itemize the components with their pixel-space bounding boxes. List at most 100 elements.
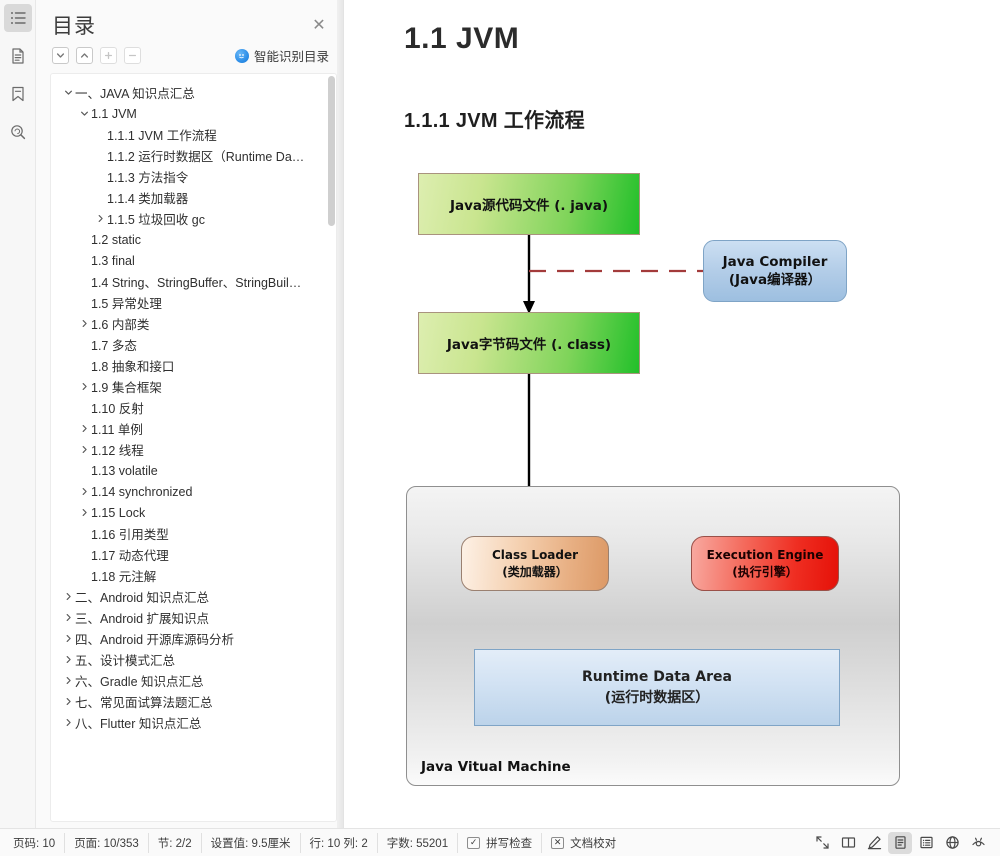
outline-item[interactable]: 二、Android 知识点汇总 <box>51 586 336 607</box>
outline-item[interactable]: 1.18 元注解 <box>51 565 336 586</box>
node-class-loader: Class Loader (类加载器） <box>461 536 609 591</box>
chevron-right-icon[interactable] <box>77 424 91 433</box>
node-execution-engine: Execution Engine (执行引擎） <box>691 536 839 591</box>
outline-item-label: 六、Gradle 知识点汇总 <box>75 675 204 689</box>
chevron-right-icon[interactable] <box>77 319 91 328</box>
smart-recognize-label: 智能识别目录 <box>253 50 329 64</box>
status-word-count[interactable]: 字数: 55201 <box>378 832 459 853</box>
status-page-number[interactable]: 页码: 10 <box>4 832 66 853</box>
outline-item[interactable]: 1.13 volatile <box>51 460 336 481</box>
outline-scroll-thumb[interactable] <box>328 76 335 226</box>
chevron-right-icon[interactable] <box>77 487 91 496</box>
chevron-right-icon[interactable] <box>61 655 75 664</box>
outline-item[interactable]: 1.1.5 垃圾回收 gc <box>51 208 336 229</box>
chevron-right-icon[interactable] <box>61 676 75 685</box>
outline-item[interactable]: 1.6 内部类 <box>51 313 336 334</box>
outline-item[interactable]: 1.9 集合框架 <box>51 376 336 397</box>
outline-item[interactable]: 1.3 final <box>51 250 336 271</box>
search-icon[interactable] <box>4 118 32 146</box>
chevron-right-icon[interactable] <box>77 382 91 391</box>
status-line-column[interactable]: 行: 10 列: 2 <box>301 832 378 853</box>
node-runtime-data-area: Runtime Data Area (运行时数据区） <box>474 649 840 726</box>
outline-item[interactable]: 1.7 多态 <box>51 334 336 355</box>
outline-item[interactable]: 八、Flutter 知识点汇总 <box>51 712 336 733</box>
collapse-down-button[interactable] <box>52 47 69 64</box>
status-measure[interactable]: 设置值: 9.5厘米 <box>202 832 301 853</box>
chevron-right-icon[interactable] <box>77 508 91 517</box>
chevron-right-icon[interactable] <box>61 592 75 601</box>
outline-list-icon[interactable] <box>3 4 32 32</box>
close-icon[interactable]: ✕ <box>312 17 326 34</box>
outline-item[interactable]: 1.15 Lock <box>51 502 336 523</box>
outline-item-label: 1.17 动态代理 <box>91 549 169 563</box>
smart-recognize-icon <box>234 48 249 63</box>
outline-view-icon[interactable] <box>914 832 938 854</box>
outline-item[interactable]: 四、Android 开源库源码分析 <box>51 628 336 649</box>
status-spell-check[interactable]: ✓ 拼写检查 <box>458 832 543 853</box>
outline-item-label: 1.1.5 垃圾回收 gc <box>107 213 205 227</box>
outline-item-label: 1.1 JVM <box>91 106 137 121</box>
outline-item[interactable]: 1.16 引用类型 <box>51 523 336 544</box>
eye-view-icon[interactable] <box>966 832 990 854</box>
outline-item[interactable]: 六、Gradle 知识点汇总 <box>51 670 336 691</box>
outline-item[interactable]: 1.1.1 JVM 工作流程 <box>51 124 336 145</box>
chevron-right-icon[interactable] <box>61 718 75 727</box>
chevron-down-icon[interactable] <box>61 88 75 97</box>
outline-item[interactable]: 1.1 JVM <box>51 103 336 124</box>
chevron-down-icon[interactable] <box>77 109 91 118</box>
outline-item[interactable]: 1.8 抽象和接口 <box>51 355 336 376</box>
outline-item-label: 1.6 内部类 <box>91 318 150 332</box>
outline-item-label: 1.1.3 方法指令 <box>107 171 189 185</box>
outline-item[interactable]: 1.1.2 运行时数据区（Runtime Da… <box>51 145 336 166</box>
outline-item[interactable]: 1.10 反射 <box>51 397 336 418</box>
smart-recognize-outline-button[interactable]: 智能识别目录 <box>234 46 329 65</box>
outline-item[interactable]: 1.11 单例 <box>51 418 336 439</box>
document-icon[interactable] <box>4 42 32 70</box>
outline-item[interactable]: 1.2 static <box>51 229 336 250</box>
outline-item[interactable]: 1.4 String、StringBuffer、StringBuil… <box>51 271 336 292</box>
outline-scrollbar[interactable] <box>328 76 335 819</box>
outline-item[interactable]: 1.5 异常处理 <box>51 292 336 313</box>
outline-item[interactable]: 七、常见面试算法题汇总 <box>51 691 336 712</box>
node-java-bytecode-file: Java字节码文件 (. class) <box>418 312 640 374</box>
outline-item[interactable]: 1.1.3 方法指令 <box>51 166 336 187</box>
runtime-data-area-line-2: (运行时数据区） <box>604 689 710 706</box>
section-heading: 1.1.1 JVM 工作流程 <box>404 110 585 132</box>
outline-item-label: 1.1.2 运行时数据区（Runtime Da… <box>107 150 305 164</box>
outline-item-label: 1.5 异常处理 <box>91 297 162 311</box>
outline-item-label: 二、Android 知识点汇总 <box>75 591 210 605</box>
status-section[interactable]: 节: 2/2 <box>149 832 202 853</box>
outline-item-label: 1.13 volatile <box>91 463 158 478</box>
web-view-icon[interactable] <box>940 832 964 854</box>
plus-button[interactable] <box>100 47 117 64</box>
outline-item[interactable]: 1.1.4 类加载器 <box>51 187 336 208</box>
bookmark-icon[interactable] <box>4 80 32 108</box>
outline-item[interactable]: 1.14 synchronized <box>51 481 336 502</box>
expand-up-button[interactable] <box>76 47 93 64</box>
outline-item[interactable]: 1.17 动态代理 <box>51 544 336 565</box>
outline-scroll-area[interactable]: 一、JAVA 知识点汇总 1.1 JVM 1.1.1 JVM 工作流程 1.1.2 运… <box>50 73 337 822</box>
chevron-right-icon[interactable] <box>61 697 75 706</box>
runtime-data-area-line-1: Runtime Data Area <box>582 669 732 686</box>
outline-item[interactable]: 五、设计模式汇总 <box>51 649 336 670</box>
pen-edit-icon[interactable] <box>862 832 886 854</box>
outline-tree: 一、JAVA 知识点汇总 1.1 JVM 1.1.1 JVM 工作流程 1.1.2 运… <box>51 74 336 741</box>
chevron-right-icon[interactable] <box>93 214 107 223</box>
outline-item[interactable]: 1.12 线程 <box>51 439 336 460</box>
outline-item[interactable]: 一、JAVA 知识点汇总 <box>51 82 336 103</box>
outline-item-label: 1.9 集合框架 <box>91 381 162 395</box>
chevron-right-icon[interactable] <box>61 634 75 643</box>
minus-button[interactable] <box>124 47 141 64</box>
document-canvas[interactable]: 1.1 JVM 1.1.1 JVM 工作流程 <box>344 0 1000 828</box>
page-view-icon[interactable] <box>888 831 912 854</box>
chevron-right-icon[interactable] <box>77 445 91 454</box>
outline-item[interactable]: 三、Android 扩展知识点 <box>51 607 336 628</box>
two-page-icon[interactable] <box>836 832 860 854</box>
status-page-of-total[interactable]: 页面: 10/353 <box>65 832 149 853</box>
outline-item-label: 1.2 static <box>91 232 142 247</box>
chevron-right-icon[interactable] <box>61 613 75 622</box>
fullscreen-icon[interactable] <box>810 832 834 854</box>
outline-item-label: 1.1.4 类加载器 <box>107 192 189 206</box>
panel-resizer[interactable] <box>337 0 343 828</box>
status-doc-proof[interactable]: ✕ 文档校对 <box>542 833 625 853</box>
